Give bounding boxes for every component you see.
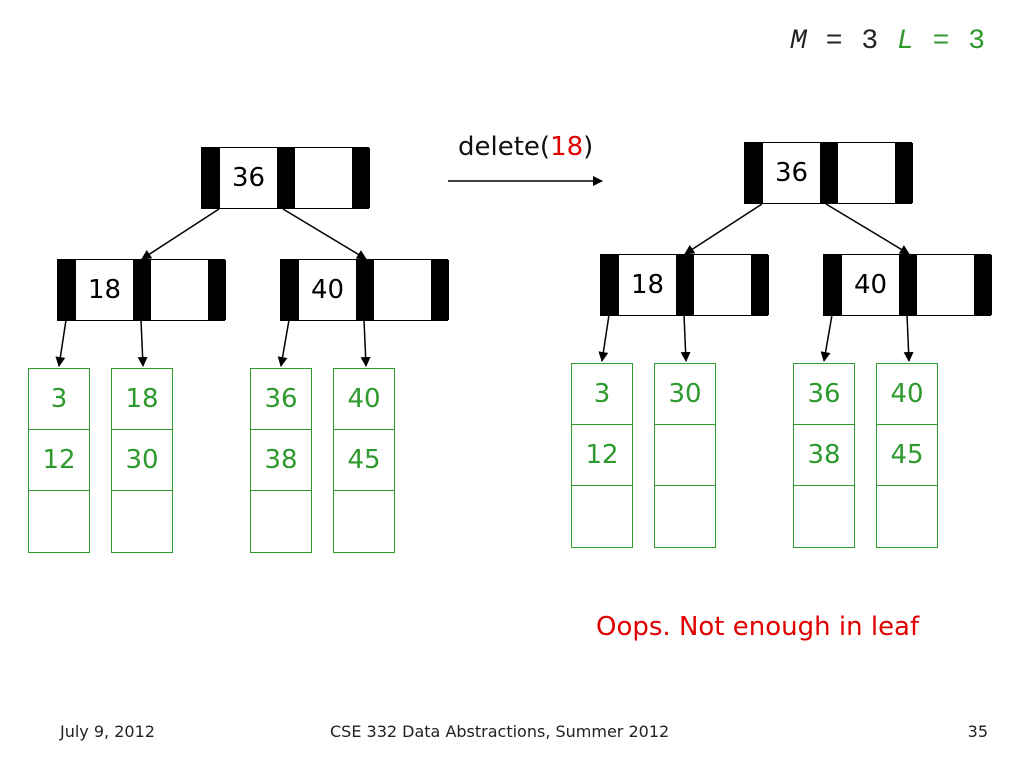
pointer-slot (895, 143, 913, 203)
pointer-slot (745, 143, 763, 203)
pointer-slot (431, 260, 449, 320)
pointer-slot (281, 260, 299, 320)
pointer-slot (208, 260, 226, 320)
node-key-empty (151, 260, 208, 320)
pointer-slot (824, 255, 842, 315)
node-key: 40 (853, 270, 888, 300)
leaf-cell (251, 491, 311, 552)
pointer-slot (676, 255, 694, 315)
pointer-slot (820, 143, 838, 203)
after-leaf-1: 3 12 (571, 363, 633, 548)
node-key-empty (694, 255, 751, 315)
before-root-node: 36 (201, 147, 370, 209)
pointer-slot (356, 260, 374, 320)
edge-after-right-leaf4 (903, 314, 914, 362)
param-l-symbol: L (896, 26, 915, 57)
pointer-slot (974, 255, 992, 315)
edge-after-root-left (684, 203, 763, 255)
edge-after-left-leaf2 (680, 314, 691, 362)
before-leaf-3: 36 38 (250, 368, 312, 553)
leaf-cell: 3 (29, 369, 89, 430)
after-leaf-4: 40 45 (876, 363, 938, 548)
leaf-cell: 38 (251, 430, 311, 491)
node-key: 18 (87, 275, 122, 305)
leaf-cell (794, 486, 854, 547)
operation-label: delete(18) (458, 132, 593, 162)
edge-before-right-leaf4 (360, 319, 371, 367)
operation-argument: 18 (550, 132, 584, 162)
pointer-slot (751, 255, 769, 315)
leaf-cell: 36 (251, 369, 311, 430)
edge-before-right-leaf3 (277, 319, 290, 367)
node-key: 18 (630, 270, 665, 300)
leaf-cell (572, 486, 632, 547)
operation-name: delete( (458, 132, 551, 162)
warning-note: Oops. Not enough in leaf (596, 612, 920, 642)
after-root-node: 36 (744, 142, 913, 204)
param-m-value: = 3 (807, 26, 897, 57)
before-leaf-4: 40 45 (333, 368, 395, 553)
leaf-cell (112, 491, 172, 552)
leaf-cell: 12 (572, 425, 632, 486)
edge-after-right-leaf3 (820, 314, 833, 362)
operation-close: ) (583, 132, 594, 162)
pointer-slot (352, 148, 370, 208)
node-key-empty (838, 143, 895, 203)
after-leaf-3: 36 38 (793, 363, 855, 548)
leaf-cell: 45 (877, 425, 937, 486)
param-m-symbol: M (790, 26, 808, 57)
node-key-empty (374, 260, 431, 320)
param-l-value: = 3 (914, 26, 986, 57)
leaf-cell: 36 (794, 364, 854, 425)
after-leaf-2: 30 (654, 363, 716, 548)
node-key: 40 (310, 275, 345, 305)
pointer-slot (277, 148, 295, 208)
footer-course: CSE 332 Data Abstractions, Summer 2012 (330, 722, 670, 741)
edge-before-left-leaf1 (55, 319, 67, 367)
edge-after-root-right (825, 203, 910, 255)
edge-before-root-left (141, 208, 220, 260)
edge-before-left-leaf2 (137, 319, 148, 367)
pointer-slot (202, 148, 220, 208)
leaf-cell: 38 (794, 425, 854, 486)
leaf-cell: 45 (334, 430, 394, 491)
edge-before-root-right (282, 208, 367, 260)
leaf-cell (877, 486, 937, 547)
node-key-empty (295, 148, 352, 208)
leaf-cell (655, 425, 715, 486)
footer-page-number: 35 (967, 722, 988, 741)
leaf-cell: 12 (29, 430, 89, 491)
node-key-empty (917, 255, 974, 315)
pointer-slot (58, 260, 76, 320)
node-key: 36 (774, 158, 809, 188)
node-key: 36 (231, 163, 266, 193)
leaf-cell: 30 (655, 364, 715, 425)
before-leaf-2: 18 30 (111, 368, 173, 553)
pointer-slot (133, 260, 151, 320)
leaf-cell (655, 486, 715, 547)
leaf-cell: 40 (334, 369, 394, 430)
tree-parameters: M = 3 L = 3 (790, 26, 986, 57)
pointer-slot (899, 255, 917, 315)
after-inner-node-left: 18 (600, 254, 769, 316)
pointer-slot (601, 255, 619, 315)
leaf-cell (29, 491, 89, 552)
leaf-cell: 30 (112, 430, 172, 491)
footer-date: July 9, 2012 (60, 722, 155, 741)
leaf-cell (334, 491, 394, 552)
before-inner-node-right: 40 (280, 259, 449, 321)
leaf-cell: 3 (572, 364, 632, 425)
leaf-cell: 18 (112, 369, 172, 430)
before-inner-node-left: 18 (57, 259, 226, 321)
after-inner-node-right: 40 (823, 254, 992, 316)
edge-after-left-leaf1 (598, 314, 610, 362)
before-leaf-1: 3 12 (28, 368, 90, 553)
leaf-cell: 40 (877, 364, 937, 425)
